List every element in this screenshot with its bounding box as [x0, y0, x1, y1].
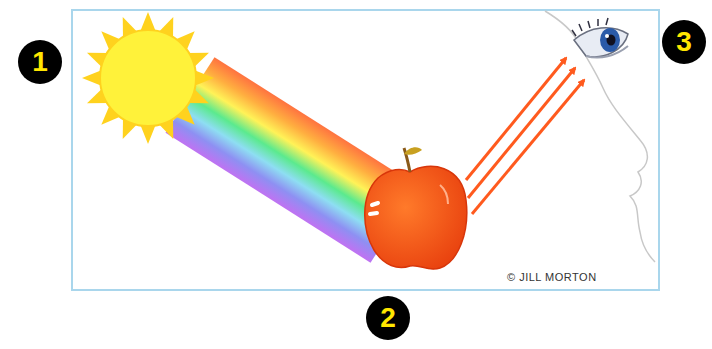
face-profile — [545, 11, 655, 262]
callout-number: 2 — [366, 296, 410, 340]
apple — [365, 147, 467, 269]
sun — [82, 12, 214, 144]
callout-number: 3 — [662, 20, 706, 64]
copyright-note: © JILL MORTON — [506, 271, 598, 283]
reflected-rays — [466, 58, 584, 214]
frame — [72, 10, 659, 290]
eye — [572, 18, 628, 58]
callout-number: 1 — [18, 40, 62, 84]
